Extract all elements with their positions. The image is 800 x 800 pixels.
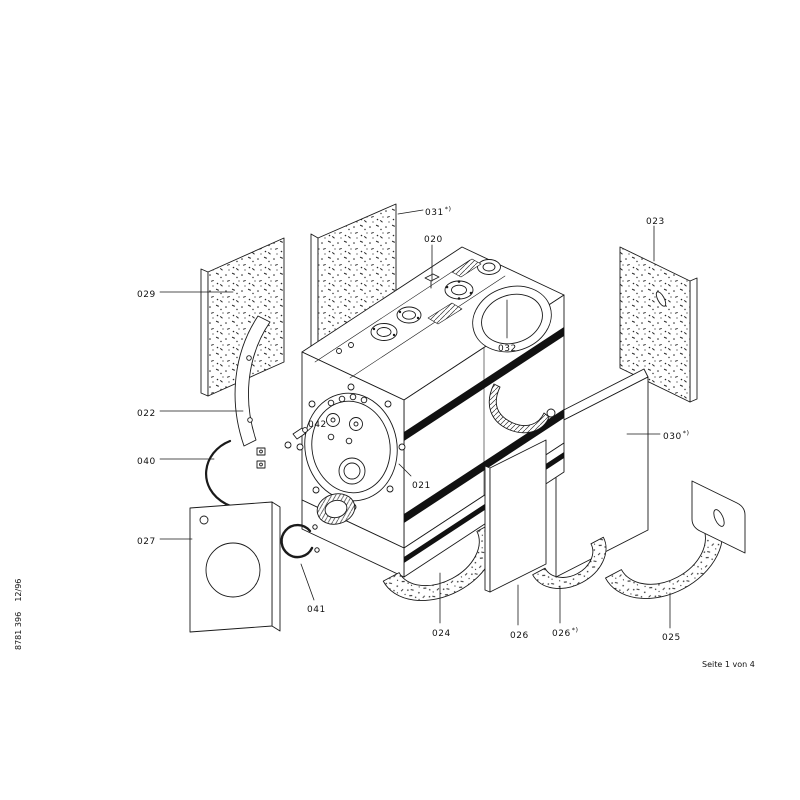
part-label-041: 041 — [307, 605, 326, 615]
part-label-042: 042 — [308, 420, 327, 430]
part-026-panel — [484, 439, 547, 593]
part-label-032: 032 — [498, 344, 517, 354]
part-027-front-plate — [189, 501, 281, 633]
front-door-flange — [296, 383, 406, 511]
part-030-side-panel — [551, 368, 649, 578]
part-025-bottom-shell — [605, 480, 746, 599]
part-023-insulation-panel — [619, 246, 698, 403]
part-label-022: 022 — [137, 409, 156, 419]
part-041-ring — [280, 523, 320, 559]
leader-042 — [302, 425, 314, 436]
page-number: Seite 1 von 4 — [702, 660, 755, 669]
part-label-029: 029 — [137, 290, 156, 300]
part-026b-bottom-shell — [532, 536, 607, 589]
part-label-040: 040 — [137, 457, 156, 467]
leader-041 — [300, 563, 315, 601]
part-label-027: 027 — [137, 537, 156, 547]
part-label-025: 025 — [662, 633, 681, 643]
part-label-024: 024 — [432, 629, 451, 639]
collar-ring — [316, 493, 356, 525]
part-label-021: 021 — [412, 481, 431, 491]
part-022-bracket — [234, 315, 271, 447]
boiler-top-fittings — [336, 258, 501, 354]
leader-021 — [398, 463, 412, 477]
part-label-020: 020 — [424, 235, 443, 245]
leader-lines — [159, 209, 671, 629]
document-code: 8781 396 12/96 — [14, 578, 23, 650]
part-label-030: 030*) — [663, 429, 690, 442]
part-029-insulation-panel — [200, 237, 285, 397]
part-042-fittings — [256, 427, 308, 469]
part-label-031: 031*) — [425, 205, 452, 218]
part-label-026b: 026*) — [552, 626, 579, 639]
part-label-026: 026 — [510, 631, 529, 641]
part-label-023: 023 — [646, 217, 665, 227]
leader-031 — [397, 209, 424, 215]
side-duct-piece — [488, 383, 556, 434]
part-032-dome — [472, 285, 552, 353]
